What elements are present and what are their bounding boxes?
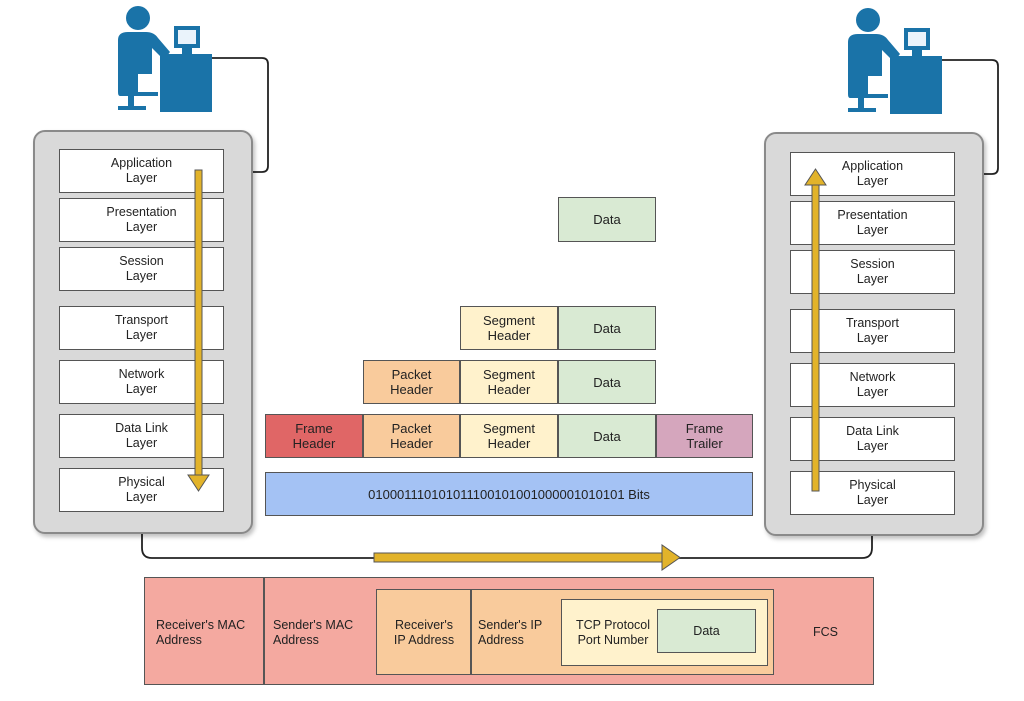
sender-cable	[210, 57, 269, 173]
down-arrow	[187, 169, 210, 492]
physical-bits-block: 010001110101011100101001000001010101 Bit…	[265, 472, 753, 516]
datalink-segment-header: Segment Header	[460, 414, 558, 458]
up-arrow	[804, 168, 827, 492]
network-segment-header: Segment Header	[460, 360, 558, 404]
tcp-port-label: TCP Protocol Port Number	[575, 618, 651, 647]
sender-ip-label: Sender's IP Address	[478, 618, 543, 647]
user-computer-icon	[848, 8, 942, 114]
network-data-block: Data	[558, 360, 656, 404]
sender-mac-label: Sender's MAC Address	[273, 618, 354, 647]
datalink-packet-header: Packet Header	[363, 414, 460, 458]
user-computer-icon	[118, 6, 212, 112]
right-arrow	[373, 544, 681, 571]
ip-divider	[470, 589, 472, 675]
network-packet-header: Packet Header	[363, 360, 460, 404]
transport-segment-header: Segment Header	[460, 306, 558, 350]
app-data-block: Data	[558, 197, 656, 242]
receiver-ip-label: Receiver's IP Address	[393, 618, 455, 647]
receiver-physical-layer: Physical Layer	[790, 471, 955, 515]
datalink-frame-trailer: Frame Trailer	[656, 414, 753, 458]
fcs-label: FCS	[813, 625, 838, 639]
transport-data-block: Data	[558, 306, 656, 350]
datalink-data-block: Data	[558, 414, 656, 458]
frame-detail-data: Data	[657, 609, 756, 653]
frame-divider	[263, 577, 265, 685]
receiver-mac-label: Receiver's MAC Address	[156, 618, 246, 647]
receiver-cable	[940, 59, 999, 175]
datalink-frame-header: Frame Header	[265, 414, 363, 458]
